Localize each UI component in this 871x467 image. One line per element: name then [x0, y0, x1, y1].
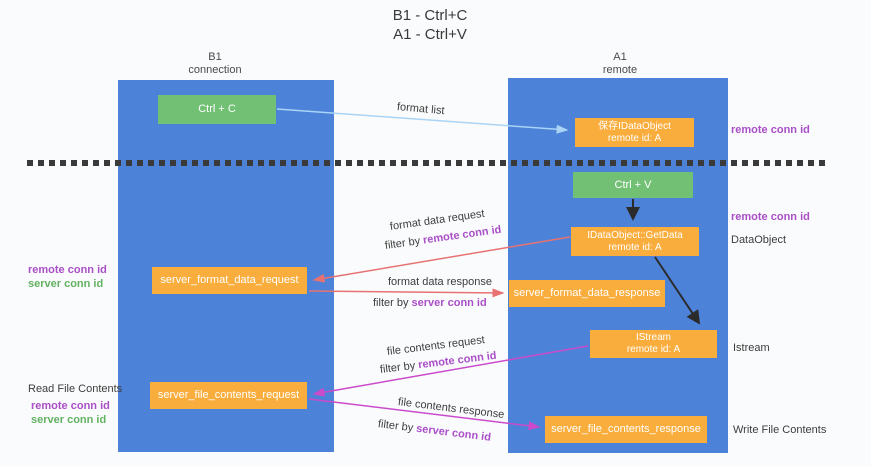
- istream-box: IStream remote id: A: [590, 330, 717, 358]
- ctrl-c-box: Ctrl + C: [158, 95, 276, 124]
- file-contents-response-label: file contents response: [397, 396, 505, 421]
- istream-label: IStream: [635, 332, 671, 343]
- format-data-response-label: format data response: [388, 276, 492, 288]
- title-line-1: B1 - Ctrl+C: [392, 7, 468, 24]
- save-idataobject-label: 保存IDataObject: [598, 120, 671, 132]
- server-conn-id-highlight: server conn id: [415, 422, 492, 444]
- remote-conn-id-highlight: remote conn id: [422, 223, 503, 247]
- format-list-label: format list: [396, 101, 446, 118]
- column-b1-subtitle: connection: [188, 64, 242, 76]
- column-header-b1: B1 connection: [140, 51, 290, 77]
- server-format-data-response-box: server_format_data_response: [509, 280, 665, 307]
- server-conn-id-highlight: server conn id: [411, 297, 487, 309]
- left-server-conn-id-label-2: server conn id: [31, 414, 107, 426]
- write-file-contents-label: Write File Contents: [733, 424, 827, 436]
- ctrl-v-box: Ctrl + V: [573, 172, 693, 198]
- filter-prefix: filter by: [379, 359, 419, 376]
- filter-by-server-conn-id-label-2: filter by server conn id: [377, 418, 491, 444]
- filter-prefix: filter by: [377, 418, 417, 435]
- read-file-contents-label: Read File Contents: [28, 383, 123, 395]
- column-b1-name: B1: [208, 51, 222, 63]
- save-idataobject-remote-id: remote id: A: [607, 132, 662, 144]
- right-remote-conn-id-label-top: remote conn id: [731, 124, 810, 136]
- server-file-contents-response-box: server_file_contents_response: [545, 416, 707, 443]
- istream-remote-id: remote id: A: [626, 344, 681, 355]
- column-a1-subtitle: remote: [602, 64, 638, 76]
- dashed-divider: [27, 160, 830, 166]
- dataobject-label: DataObject: [731, 234, 787, 246]
- filter-prefix: filter by: [384, 234, 424, 252]
- remote-conn-id-highlight: remote conn id: [417, 349, 498, 372]
- filter-prefix: filter by: [373, 297, 412, 309]
- title-line-2: A1 - Ctrl+V: [393, 26, 467, 43]
- getdata-label: IDataObject::GetData: [587, 229, 683, 241]
- filter-by-server-conn-id-label-1: filter by server conn id: [373, 297, 487, 309]
- server-file-contents-request-box: server_file_contents_request: [150, 382, 307, 409]
- left-server-conn-id-label-1: server conn id: [28, 278, 104, 290]
- format-response-arrow: [308, 288, 505, 298]
- server-format-data-request-box: server_format_data_request: [152, 267, 307, 294]
- idataobject-getdata-box: IDataObject::GetData remote id: A: [571, 227, 699, 256]
- diagram-title: B1 - Ctrl+C A1 - Ctrl+V: [330, 6, 530, 44]
- column-a1-name: A1: [613, 51, 627, 63]
- istream-side-label: Istream: [733, 342, 770, 354]
- left-remote-conn-id-label-2: remote conn id: [31, 400, 110, 412]
- left-remote-conn-id-label-1: remote conn id: [28, 264, 107, 276]
- right-remote-conn-id-label-mid: remote conn id: [731, 211, 810, 223]
- getdata-remote-id: remote id: A: [608, 241, 662, 253]
- save-idataobject-box: 保存IDataObject remote id: A: [575, 118, 694, 147]
- column-header-a1: A1 remote: [545, 51, 695, 77]
